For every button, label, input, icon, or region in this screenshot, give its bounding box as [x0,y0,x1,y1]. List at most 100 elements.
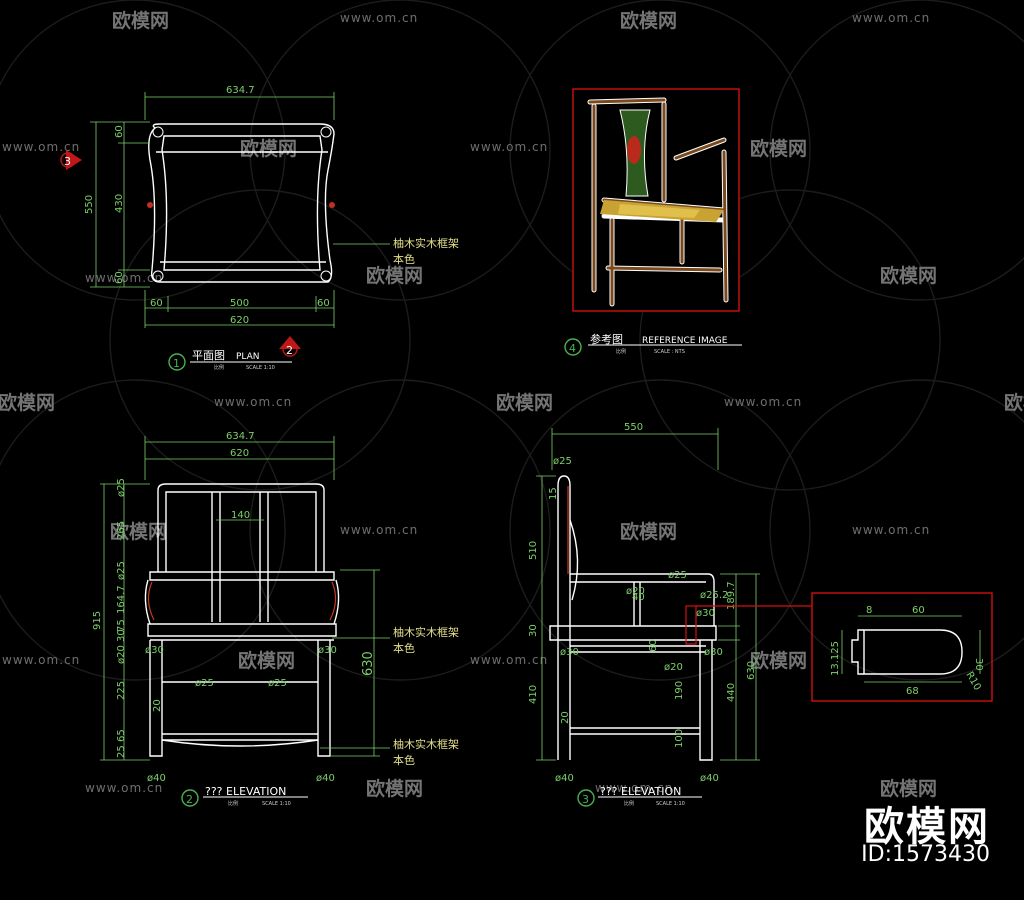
watermark-url: www.om.cn [595,781,673,795]
watermark-cn: 欧模网 [366,264,423,287]
front-material-color-1: 本色 [393,641,415,655]
side-dia-6: ø30 [704,647,723,658]
front-left-dim-10: 25 [116,745,127,758]
front-left-dim-7: 225 [116,681,127,700]
plan-posts [152,126,332,282]
plan-material-color: 本色 [393,252,415,266]
front-left-dim-8: 20 [152,699,163,712]
plan-left-dim-mid: 430 [114,194,125,213]
side-dia-5: ø20 [664,662,683,673]
detail-dim-lines [841,615,981,683]
side-right-dim-3: 190 [674,681,685,700]
watermark-url: www.om.cn [214,395,292,409]
side-left-dim-2: 510 [528,541,539,560]
side-left-dim-4: 410 [528,685,539,704]
side-dia-3: ø30 [696,608,715,619]
plan-title-number: 1 [173,357,180,370]
side-dia-7: ø40 [555,773,574,784]
plan-marker-bottom: 2 [279,336,301,357]
front-dia-5: ø40 [316,773,335,784]
front-dia-4: ø40 [147,773,166,784]
side-dim-lines [536,428,760,761]
front-dim-lines [100,436,390,761]
side-right-dim-6: 630 [746,661,757,680]
side-top-depth: 550 [624,422,643,433]
detail-frame [811,592,993,702]
front-scale-cn: 比例 [228,800,238,807]
watermark-cn: 欧模网 [240,137,297,160]
front-material-note-1: 柚木实木框架 [393,625,459,639]
watermark-cn: 欧模网 [366,777,423,800]
watermark-cn: 欧模网 [750,649,807,672]
plan-left-dim-bottom: 60 [114,271,125,284]
front-title-text: ??? ELEVATION [205,785,286,798]
plan-scale: SCALE 1:10 [246,365,275,371]
watermark-cn: 欧模网 [496,391,553,414]
brand-id: ID:1573430 [861,842,990,867]
watermark-cn: 欧模网 [0,391,55,414]
side-left-dim-5: 20 [560,711,571,724]
front-left-dim-0: ø25 [116,478,127,497]
reference-title-block: 4 参考图 REFERENCE IMAGE 比例 SCALE : NTS [564,332,742,356]
watermark-cn: 欧模网 [1004,391,1024,414]
detail-dim-right-0: 30 [973,658,984,671]
side-right-dim-5: 100 [674,729,685,748]
plan-bottom-dim-left: 60 [150,298,163,309]
reference-frame [572,88,740,312]
front-left-dim-9: 65 [116,729,127,742]
front-left-dim-2: ø25 [116,561,127,580]
plan-title-cn: 平面图 [192,349,225,362]
reference-title-en: REFERENCE IMAGE [642,336,728,346]
front-left-dim-6: ø20 [116,645,127,664]
side-right-dim-0: 189.7 [726,581,737,610]
watermark-url: www.om.cn [85,781,163,795]
side-title-block: 3 ??? ELEVATION 比例 SCALE 1:10 [577,785,702,807]
watermark-url: www.om.cn [724,395,802,409]
plan-material-note: 柚木实木框架 [393,236,459,250]
side-dia-0: ø25 [668,570,687,581]
watermark-cn: 欧模网 [750,137,807,160]
side-dia-4: ø30 [560,647,579,658]
front-chair-outline [144,483,340,757]
detail-dim-top-1: 60 [912,605,925,616]
watermark-cn: 欧模网 [880,264,937,287]
watermark-circles [0,0,1024,681]
front-left-dim-5: 30 [116,629,127,642]
front-back-panel-width: 140 [231,510,250,521]
front-elevation-view: 634.7 620 140 ø25 265 ø25 164.7 75 30 ø2… [92,431,459,807]
watermark-url: www.om.cn [2,653,80,667]
side-left-dim-1: 15 [548,487,559,500]
front-scale: SCALE 1:10 [262,801,291,807]
detail-profile [851,629,963,675]
plan-title-block: 1 平面图 PLAN 比例 SCALE 1:10 [168,349,292,371]
front-armrest-curves [147,581,337,621]
marker-bottom-number: 2 [286,344,293,357]
side-scale: SCALE 1:10 [656,801,685,807]
detail-dim-left-0: 13.125 [830,641,841,676]
front-dia-3: ø25 [268,678,287,689]
front-title-number: 2 [186,793,193,806]
plan-bottom-dim-mid: 500 [230,298,249,309]
plan-view: 634.7 60 430 60 550 60 500 60 620 柚木实木框架… [60,85,459,371]
reference-scale-cn: 比例 [616,348,626,355]
side-title-text: ??? ELEVATION [600,785,681,798]
side-right-dim-4: 440 [726,683,737,702]
side-left-dim-0: ø25 [553,456,572,467]
plan-left-total: 550 [84,195,95,214]
detail-callout-source [685,605,697,645]
plan-title-en: PLAN [236,352,260,362]
front-seat-height: 630 [361,651,376,676]
watermark-url: www.om.cn [470,653,548,667]
marker-left-number: 3 [64,155,71,168]
side-scale-cn: 比例 [624,800,634,807]
plan-outline [148,123,335,283]
front-left-total: 915 [92,611,103,630]
side-right-dim-1: 40 [632,592,645,603]
watermark-cn: 欧模网 [112,9,169,32]
watermark-url: www.om.cn [852,11,930,25]
plan-top-width: 634.7 [226,85,255,96]
watermark-cn: 欧模网 [620,9,677,32]
reference-view: 4 参考图 REFERENCE IMAGE 比例 SCALE : NTS [564,88,742,356]
front-left-dim-3: 164.7 [116,585,127,614]
